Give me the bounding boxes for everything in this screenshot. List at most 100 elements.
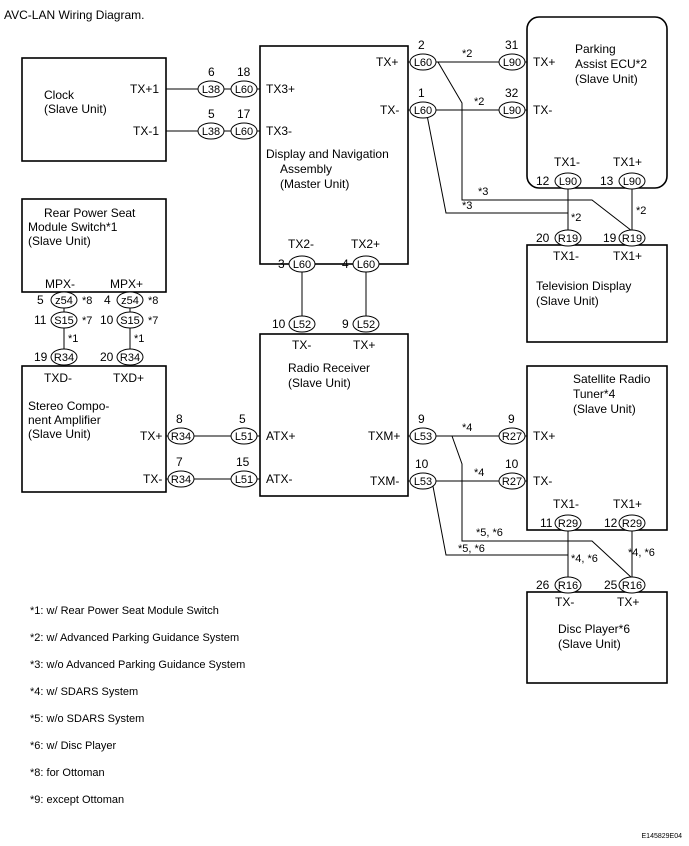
connector-label: L90 (559, 176, 577, 188)
pin-number: 13 (600, 174, 614, 188)
radio-box (259, 333, 409, 497)
pin-number: 4 (342, 257, 349, 271)
legend-item: *4: w/ SDARS System (30, 686, 138, 698)
wire-note: *1 (134, 333, 144, 345)
wire-note: *4, *6 (571, 553, 598, 565)
amp-name-1: Stereo Compo- (28, 399, 109, 413)
connector-r27-b: R27 (498, 472, 526, 490)
parking-name-1: Parking (575, 42, 616, 56)
connector-r34-a: R34 (50, 348, 78, 366)
radio-pin-atx-minus: ATX- (266, 472, 292, 486)
pin-number: 32 (505, 86, 519, 100)
display-pin-tx3-minus: TX3- (266, 124, 292, 138)
tv-name: Television Display (536, 279, 631, 293)
amp-role: (Slave Unit) (28, 427, 91, 441)
pin-number: 1 (418, 86, 425, 100)
connector-label: L60 (293, 259, 311, 271)
legend-item: *8: for Ottoman (30, 767, 105, 779)
tv-pin-tx1-plus: TX1+ (613, 249, 642, 263)
pin-number: 11 (34, 313, 47, 327)
connector-label: R16 (622, 580, 642, 592)
pin-number: 25 (604, 578, 618, 592)
connector-l51-a: L51 (230, 427, 258, 445)
connector-label: L90 (503, 57, 521, 69)
connector-r34-d: R34 (167, 470, 195, 488)
connector-l90-c: L90 (554, 172, 582, 190)
satellite-unit: Satellite Radio Tuner*4 (Slave Unit) TX+… (526, 365, 668, 531)
connector-r29-a: R29 (554, 514, 582, 532)
pin-numbers: 6 5 18 17 2 1 31 32 12 13 20 19 3 4 10 9… (34, 38, 618, 592)
satellite-role: (Slave Unit) (573, 402, 636, 416)
connector-label: L90 (623, 176, 641, 188)
connector-l90-b: L90 (498, 101, 526, 119)
connector-label: R27 (502, 476, 522, 488)
connector-l60-c: L60 (409, 53, 437, 71)
connector-s15-b: S15 (116, 311, 144, 329)
tv-unit: TX1- TX1+ Television Display (Slave Unit… (526, 244, 668, 343)
display-name-1: Display and Navigation (266, 147, 389, 161)
connector-label: L52 (293, 319, 311, 331)
connector-label: L53 (414, 431, 432, 443)
connector-z54-a: z54 (50, 291, 78, 309)
connector-l60-e: L60 (288, 255, 316, 273)
pin-number: 2 (418, 38, 425, 52)
parking-box (526, 16, 668, 189)
amp-pin-txd-minus: TXD- (44, 371, 72, 385)
display-pin-tx-minus: TX- (380, 103, 399, 117)
connector-label: L60 (235, 126, 253, 138)
pin-number: 12 (604, 516, 618, 530)
display-role: (Master Unit) (280, 177, 349, 191)
clock-name: Clock (44, 88, 75, 102)
connector-label: z54 (121, 295, 139, 307)
radio-pin-tx-minus: TX- (292, 338, 311, 352)
connector-l38-a: L38 (197, 80, 225, 98)
pin-number: 20 (100, 350, 114, 364)
pin-number: 7 (176, 455, 183, 469)
parking-role: (Slave Unit) (575, 72, 638, 86)
pin-number: 5 (239, 412, 246, 426)
connector-label: L60 (235, 84, 253, 96)
connector-label: L60 (357, 259, 375, 271)
wire-note: *5, *6 (476, 527, 503, 539)
connector-s15-a: S15 (50, 311, 78, 329)
parking-unit: Parking Assist ECU*2 (Slave Unit) TX+ TX… (526, 16, 668, 189)
connector-r34-b: R34 (116, 348, 144, 366)
disc-name: Disc Player*6 (558, 622, 630, 636)
connector-r34-c: R34 (167, 427, 195, 445)
display-name-2: Assembly (280, 162, 332, 176)
diagram-title: AVC-LAN Wiring Diagram. (4, 8, 144, 22)
clock-pin-tx1-plus: TX+1 (130, 82, 159, 96)
connector-l90-a: L90 (498, 53, 526, 71)
connector-label: z54 (55, 295, 73, 307)
wire-note: *2 (636, 205, 646, 217)
connector-label: R19 (622, 233, 642, 245)
pin-number: 10 (415, 457, 429, 471)
connector-label: R27 (502, 431, 522, 443)
wire-notes: *2 *2 *3 *3 *2 *2 *8 *8 *7 *7 *1 *1 *4 *… (68, 48, 655, 565)
clock-pin-tx1-minus: TX-1 (133, 124, 159, 138)
disc-unit: TX- TX+ Disc Player*6 (Slave Unit) (526, 591, 668, 684)
connector-z54-b: z54 (116, 291, 144, 309)
wire-note: *7 (148, 315, 158, 327)
wire-note: *3 (462, 200, 472, 212)
radio-pin-txm-minus: TXM- (370, 474, 399, 488)
clock-role: (Slave Unit) (44, 102, 107, 116)
rear-seat-name-2: Module Switch*1 (28, 220, 118, 234)
pin-number: 12 (536, 174, 550, 188)
pin-number: 19 (603, 231, 617, 245)
connector-r27-a: R27 (498, 427, 526, 445)
tv-role: (Slave Unit) (536, 294, 599, 308)
radio-pin-txm-plus: TXM+ (368, 429, 400, 443)
rear-seat-pin-mpx-minus: MPX- (45, 277, 75, 291)
connector-l60-d: L60 (409, 101, 437, 119)
connector-l60-f: L60 (352, 255, 380, 273)
legend-item: *2: w/ Advanced Parking Guidance System (30, 632, 239, 644)
legend-item: *1: w/ Rear Power Seat Module Switch (30, 605, 219, 617)
connector-label: S15 (120, 315, 140, 327)
legend-item: *3: w/o Advanced Parking Guidance System (30, 659, 245, 671)
display-box (259, 45, 409, 265)
wire-note: *4, *6 (628, 547, 655, 559)
connector-l52-b: L52 (352, 315, 380, 333)
connector-label: R29 (558, 518, 578, 530)
